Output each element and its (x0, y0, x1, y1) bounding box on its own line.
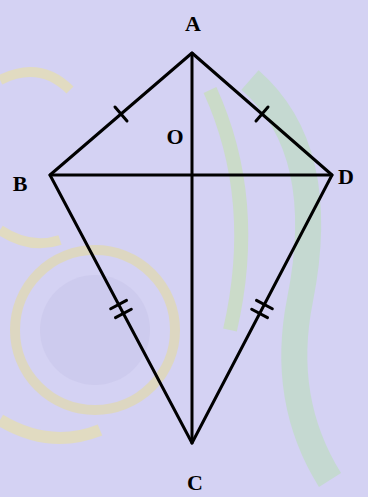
vertex-label: D (338, 166, 354, 188)
vertex-label: B (13, 173, 28, 195)
tick-marks (111, 107, 273, 318)
vertex-label: O (166, 126, 183, 148)
vertex-label: C (187, 472, 203, 494)
kite-lines (50, 53, 332, 443)
vertex-label: A (185, 13, 201, 35)
